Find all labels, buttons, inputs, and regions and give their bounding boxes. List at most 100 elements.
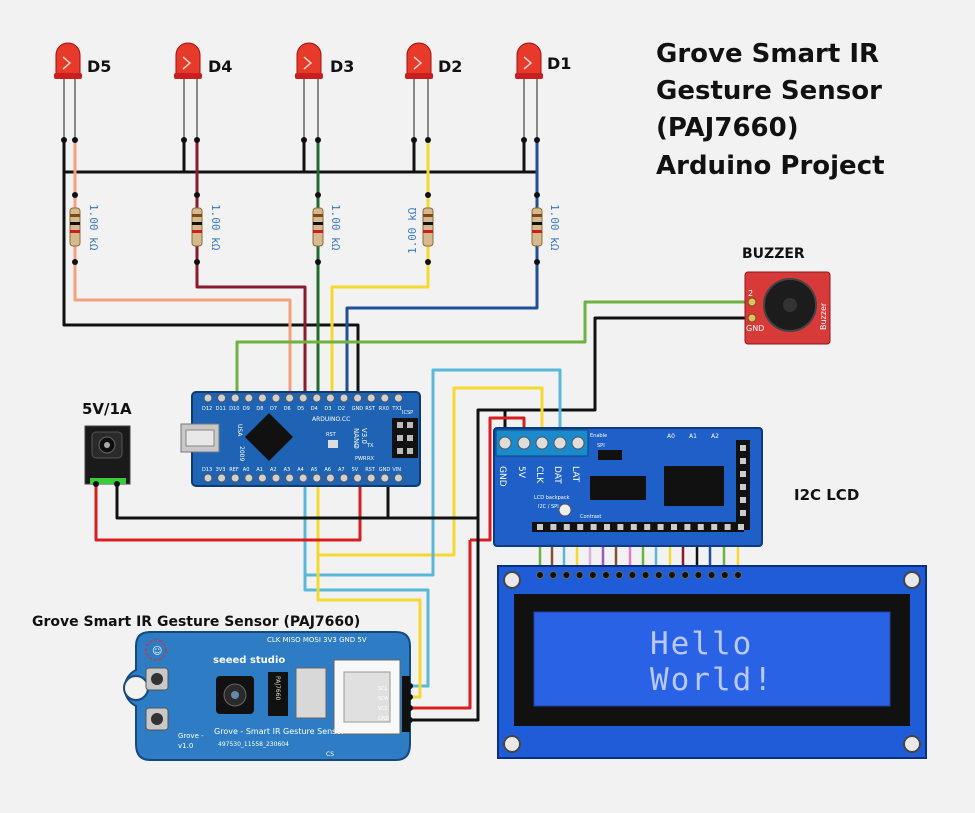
backpack-pin-gnd: GND (497, 466, 507, 487)
buzzer-pin-signal: 2 (748, 289, 753, 298)
arduino-bottom-pin (217, 473, 227, 483)
backpack-pin (684, 524, 691, 530)
wire-sensor-gnd (388, 516, 480, 722)
wire-lcd-clk (316, 386, 544, 557)
wire-d5 (73, 140, 292, 398)
arduino-top-pin-label: D5 (297, 406, 304, 412)
sensor-pin-vcc: VCC (378, 706, 389, 712)
arduino-led-l: L (355, 443, 358, 449)
backpack-pin (577, 524, 584, 530)
arduino-version: V3.0 (360, 428, 368, 444)
arduino-bottom-pin-label: A6 (324, 467, 331, 473)
arduino-top-pin (217, 393, 227, 403)
backpack-text-spi: SPI (597, 443, 605, 449)
arduino-bottom-pin (325, 473, 335, 483)
arduino-top-pin (380, 393, 390, 403)
backpack-text-1: I2C / SPI (538, 504, 559, 510)
lcd-16x2-module: Hello World! (497, 565, 927, 759)
arduino-bottom-pin (257, 473, 267, 483)
backpack-pin (724, 524, 731, 530)
lcd-pin-hole (615, 571, 624, 579)
lcd-line-1: Hello (650, 626, 753, 662)
arduino-bottom-pin (203, 473, 213, 483)
lcd-pin-hole (641, 571, 650, 579)
lcd-pin-hole (654, 571, 663, 579)
sensor-board-text: Grove - Smart IR Gesture Sensor (214, 727, 345, 736)
sensor-version: v1.0 (178, 742, 193, 750)
resistors: 1.00 kΩ 1.00 kΩ 1.00 kΩ 1.00 kΩ 1.00 kΩ (69, 192, 561, 265)
svg-text:☺: ☺ (152, 646, 162, 657)
lcd-pin-row (536, 571, 742, 579)
arduino-model: NANO (352, 428, 360, 449)
arduino-bottom-pin (285, 473, 295, 483)
backpack-pin (738, 524, 744, 530)
led-label-d3: D3 (330, 57, 354, 76)
sensor-label: Grove Smart IR Gesture Sensor (PAJ7660) (32, 614, 360, 630)
buzzer-pin-gnd: GND (746, 324, 764, 333)
wire-d1 (345, 140, 539, 398)
backpack-bottom-header (537, 524, 744, 530)
arduino-bottom-pin (244, 473, 254, 483)
arduino-top-pin-label: GND (352, 406, 364, 412)
resistor-value-d1: 1.00 kΩ (548, 204, 561, 251)
resistor-value-d5: 1.00 kΩ (87, 204, 100, 251)
lcd-pin-hole (734, 571, 742, 579)
wire-power-5v (94, 478, 362, 542)
arduino-bottom-pin-label: A4 (297, 467, 304, 473)
sensor-chip: PAJ7660 (274, 676, 281, 701)
arduino-top-pin-label: D4 (311, 406, 318, 412)
lcd-pin-hole (720, 571, 729, 579)
wire-sensor-sda (316, 555, 422, 699)
buzzer-side-text: Buzzer (819, 302, 828, 330)
title-line-1: Grove Smart IR (656, 39, 879, 69)
arduino-bottom-pin (298, 473, 308, 483)
arduino-top-pin (366, 393, 376, 403)
resistor-value-d2: 1.00 kΩ (406, 207, 419, 254)
led-label-d5: D5 (87, 57, 111, 76)
resistor-d4: 1.00 kΩ (191, 192, 222, 265)
arduino-top-pin (312, 393, 322, 403)
led-d3: D3 (295, 42, 354, 143)
arduino-top-pin (203, 393, 213, 403)
backpack-pin-dat: DAT (552, 466, 562, 484)
sensor-pin-scl: SCL (378, 686, 388, 692)
backpack-text-3: Contrast (580, 514, 601, 520)
arduino-pwr: PWR (355, 456, 367, 462)
arduino-bottom-pin-label: A3 (284, 467, 291, 473)
resistor-value-d3: 1.00 kΩ (329, 204, 342, 251)
sensor-pin-sda: SDA (378, 696, 389, 702)
lcd-pin-hole (681, 571, 690, 579)
backpack-pin (697, 524, 704, 530)
arduino-bottom-pin (271, 473, 281, 483)
arduino-bottom-pin-label: D13 (202, 467, 212, 473)
resistor-d1: 1.00 kΩ (531, 192, 561, 265)
sensor-brand: seeed studio (213, 655, 285, 666)
wire-power-gnd (115, 478, 390, 520)
led-d4: D4 (174, 42, 232, 143)
sensor-grove: Grove - (178, 732, 204, 740)
resistor-d2: 1.00 kΩ (406, 192, 434, 265)
grove-gesture-sensor: ☺ seeed studio CLK MISO MOSI 3V3 GND 5V … (123, 631, 413, 761)
arduino-top-pin-label: RX0 (379, 406, 389, 412)
backpack-pin (590, 524, 597, 530)
arduino-bottom-pin-label: A7 (338, 467, 345, 473)
wire-led-ground-rail (62, 140, 538, 174)
backpack-screw-terminals (495, 429, 589, 457)
arduino-bottom-pin-label: 5V (352, 467, 359, 473)
arduino-top-pin (353, 393, 363, 403)
buzzer-module: BUZZER 2 GND Buzzer (742, 246, 831, 345)
lcd-pin-hole (562, 571, 571, 579)
backpack-pin (657, 524, 664, 530)
backpack-pin (630, 524, 637, 530)
backpack-pin-5v: 5V (516, 466, 526, 479)
backpack-a1: A1 (689, 433, 697, 440)
wire-lcd-5v (470, 416, 526, 542)
arduino-top-pin (244, 393, 254, 403)
arduino-top-pin (230, 393, 240, 403)
backpack-pin (550, 524, 557, 530)
lcd-pin-hole (588, 571, 597, 579)
buzzer-label: BUZZER (742, 246, 805, 262)
arduino-top-pin (339, 393, 349, 403)
